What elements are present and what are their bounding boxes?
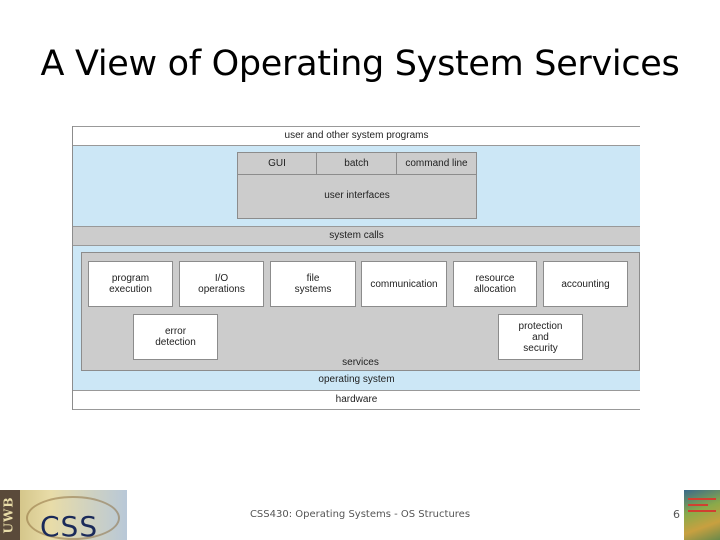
services-panel: program execution I/O operations file sy… xyxy=(81,252,640,371)
service-accounting: accounting xyxy=(543,261,628,307)
service-file-systems: file systems xyxy=(270,261,356,307)
service-protection-security: protection and security xyxy=(498,314,583,360)
ui-option-command-line: command line xyxy=(405,158,468,169)
ui-options-row: GUI batch command line xyxy=(238,153,476,175)
layer-gap xyxy=(73,246,640,250)
user-interfaces-label: user interfaces xyxy=(324,190,390,201)
slide-title: A View of Operating System Services xyxy=(40,44,680,84)
user-programs-layer: user and other system programs xyxy=(73,126,640,146)
operating-system-label: operating system xyxy=(318,374,395,385)
service-io-operations: I/O operations xyxy=(179,261,264,307)
service-error-detection: error detection xyxy=(133,314,218,360)
uwb-css-logo: UWB CSS xyxy=(0,490,127,540)
service-communication: communication xyxy=(361,261,447,307)
user-interface-layer: GUI batch command line user interfaces xyxy=(73,146,640,226)
service-program-execution: program execution xyxy=(88,261,173,307)
page-number: 6 xyxy=(673,508,680,521)
textbook-cover-image xyxy=(684,490,720,540)
os-services-diagram: user and other system programs GUI batch… xyxy=(72,126,640,410)
user-interfaces-box: GUI batch command line user interfaces xyxy=(237,152,477,219)
hardware-layer: hardware xyxy=(73,390,640,410)
ui-option-batch: batch xyxy=(317,153,397,174)
service-resource-allocation: resource allocation xyxy=(453,261,537,307)
system-calls-layer: system calls xyxy=(73,226,640,246)
slide-footer: UWB CSS CSS430: Operating Systems - OS S… xyxy=(0,490,720,540)
footer-course-text: CSS430: Operating Systems - OS Structure… xyxy=(249,509,471,520)
ui-option-gui: GUI xyxy=(238,153,317,174)
operating-system-layer: program execution I/O operations file sy… xyxy=(73,250,640,390)
services-label: services xyxy=(342,357,379,368)
